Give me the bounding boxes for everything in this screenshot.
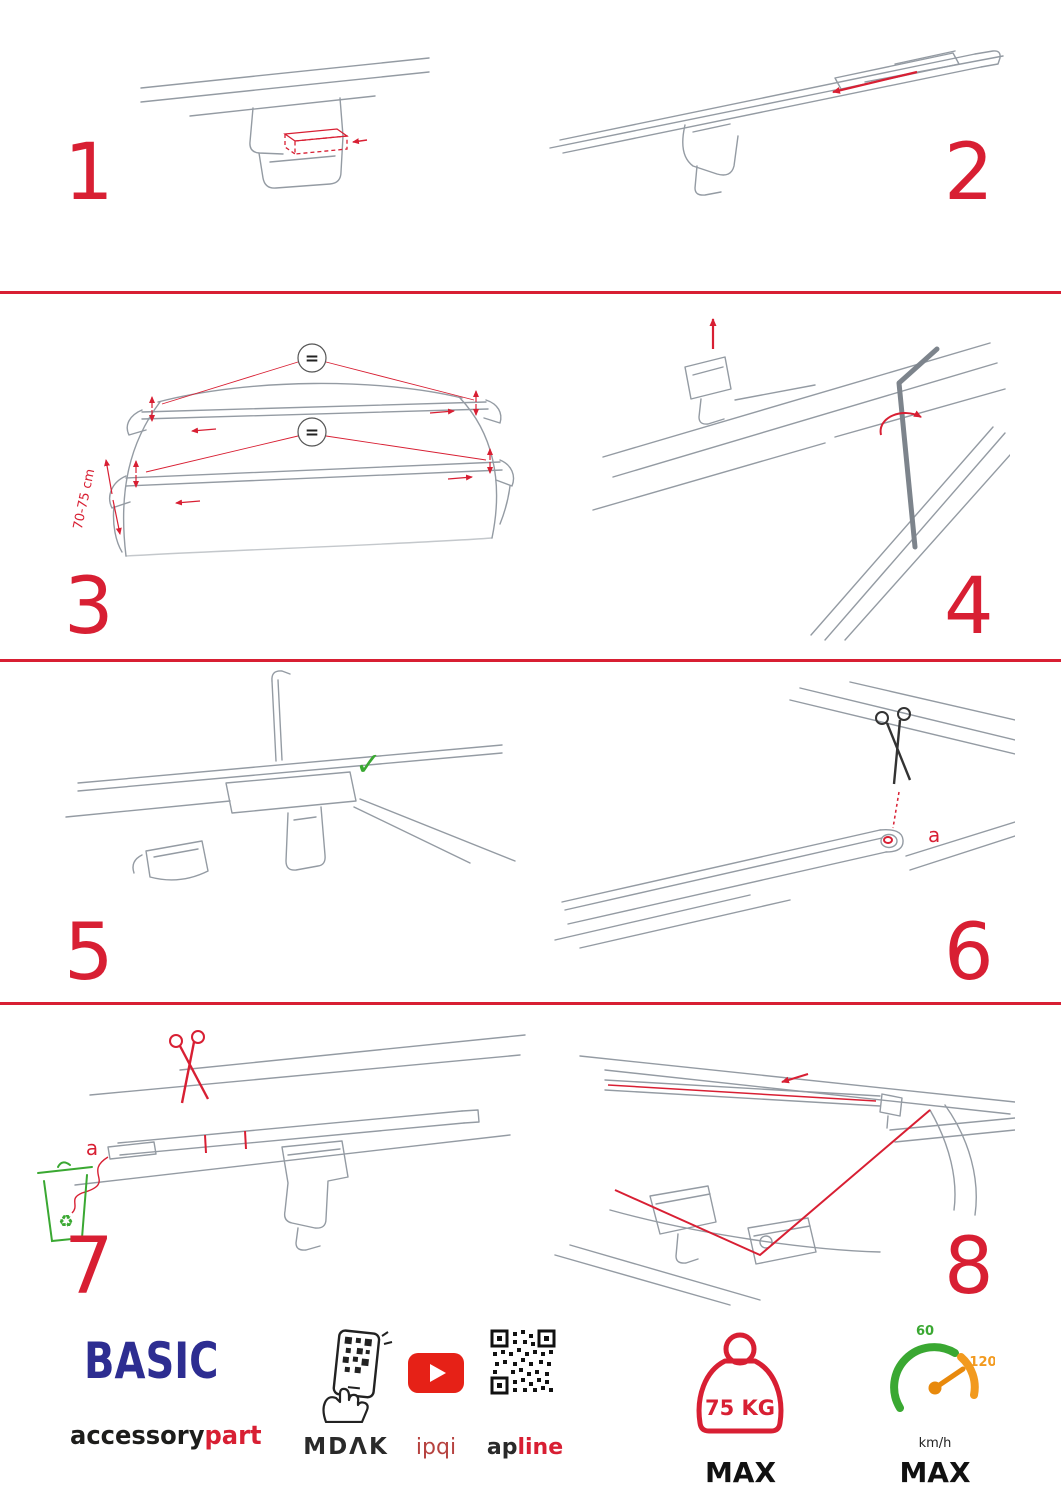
- speed-unit-label: km/h: [918, 1436, 952, 1451]
- recycle-icon: ♻: [58, 1212, 73, 1232]
- section-divider-2: [0, 659, 1061, 662]
- brand-name-black: accessory: [70, 1421, 205, 1451]
- step-2-number: 2: [944, 128, 994, 218]
- step-5-illustration: ✓: [65, 670, 516, 881]
- speed-tick-low: 60: [916, 1324, 934, 1339]
- step-2-illustration: [549, 50, 1004, 196]
- step-1-illustration: [140, 57, 430, 189]
- brand-name: accessorypart: [70, 1421, 262, 1451]
- weight-icon: 75 KG: [696, 1332, 784, 1434]
- slide-direction-arrow: [832, 70, 918, 94]
- speedometer-icon: 60 120: [890, 1324, 995, 1412]
- hand-shape: [322, 1387, 369, 1423]
- spacer-part-highlight: [283, 128, 368, 155]
- partner-mdak-label: MDΛK: [303, 1434, 389, 1460]
- youtube-icon: [408, 1353, 464, 1393]
- equal-spacing-symbols: = =: [297, 343, 327, 447]
- max-load-label: MAX: [704, 1456, 777, 1489]
- cut-line: [892, 791, 900, 829]
- equals-symbol-top: =: [305, 349, 319, 369]
- speed-max-label: MAX: [899, 1456, 971, 1489]
- step-3-illustration: = = 70-75 cm: [71, 343, 515, 557]
- section-divider-3: [0, 1002, 1061, 1005]
- discard-strip-drawing: [74, 1034, 526, 1251]
- max-load-value: 75 KG: [705, 1396, 775, 1420]
- alignment-guide-lines: [614, 1109, 931, 1257]
- step-7-number: 7: [64, 1222, 114, 1312]
- inserted-strip-line: [607, 1084, 877, 1102]
- step-4-illustration: [592, 318, 1010, 641]
- final-assembly-drawing: [554, 1055, 1015, 1306]
- roof-with-bars-drawing: [108, 382, 515, 557]
- step-7-illustration: a ♻: [37, 1030, 526, 1251]
- crossbar-drawing: [549, 50, 1004, 196]
- phone-qr-icon: [322, 1329, 393, 1423]
- roof-rail-drawing: [140, 57, 430, 189]
- partner-ipqi-label: ipqi: [415, 1435, 457, 1460]
- equals-symbol-bottom: =: [305, 423, 319, 443]
- apline-red: line: [517, 1435, 564, 1460]
- strip-label-a: a: [86, 1136, 98, 1160]
- strip-cut-drawing: [554, 681, 1015, 949]
- bar-distance-label: 70-75 cm: [71, 468, 99, 531]
- product-line-title: BASIC: [84, 1332, 219, 1390]
- section-divider-1: [0, 291, 1061, 294]
- dimension-arrows: [104, 390, 493, 535]
- allen-key: [896, 346, 940, 550]
- check-icon: ✓: [355, 745, 382, 783]
- clamp-tighten-drawing: [592, 342, 1010, 641]
- rubber-strip-end: [883, 836, 893, 844]
- step-5-number: 5: [64, 908, 114, 998]
- step-3-number: 3: [64, 562, 114, 652]
- rotate-arrow: [879, 410, 922, 436]
- scissors-red-icon: [169, 1030, 210, 1104]
- step-6-illustration: a: [554, 681, 1015, 949]
- cut-mark-1: [204, 1134, 207, 1154]
- step-4-number: 4: [944, 562, 994, 652]
- correct-fit-drawing: [65, 670, 516, 881]
- brand-name-red: part: [204, 1421, 262, 1451]
- scissors-icon: [875, 707, 912, 785]
- step-1-number: 1: [64, 128, 114, 218]
- apline-black: ap: [486, 1435, 518, 1460]
- step-8-number: 8: [944, 1222, 994, 1312]
- slide-strip-arrow: [781, 1073, 809, 1084]
- qr-code-icon: [490, 1329, 556, 1395]
- speed-tick-high: 120: [969, 1355, 995, 1370]
- dimension-leader-lines: [145, 361, 487, 473]
- partner-apline-label: apline: [485, 1435, 565, 1460]
- step-8-illustration: [554, 1055, 1015, 1306]
- cut-mark-2: [244, 1130, 247, 1150]
- step-6-number: 6: [944, 908, 994, 998]
- trash-bin-icon: [37, 1161, 93, 1243]
- strip-label-a: a: [928, 823, 940, 847]
